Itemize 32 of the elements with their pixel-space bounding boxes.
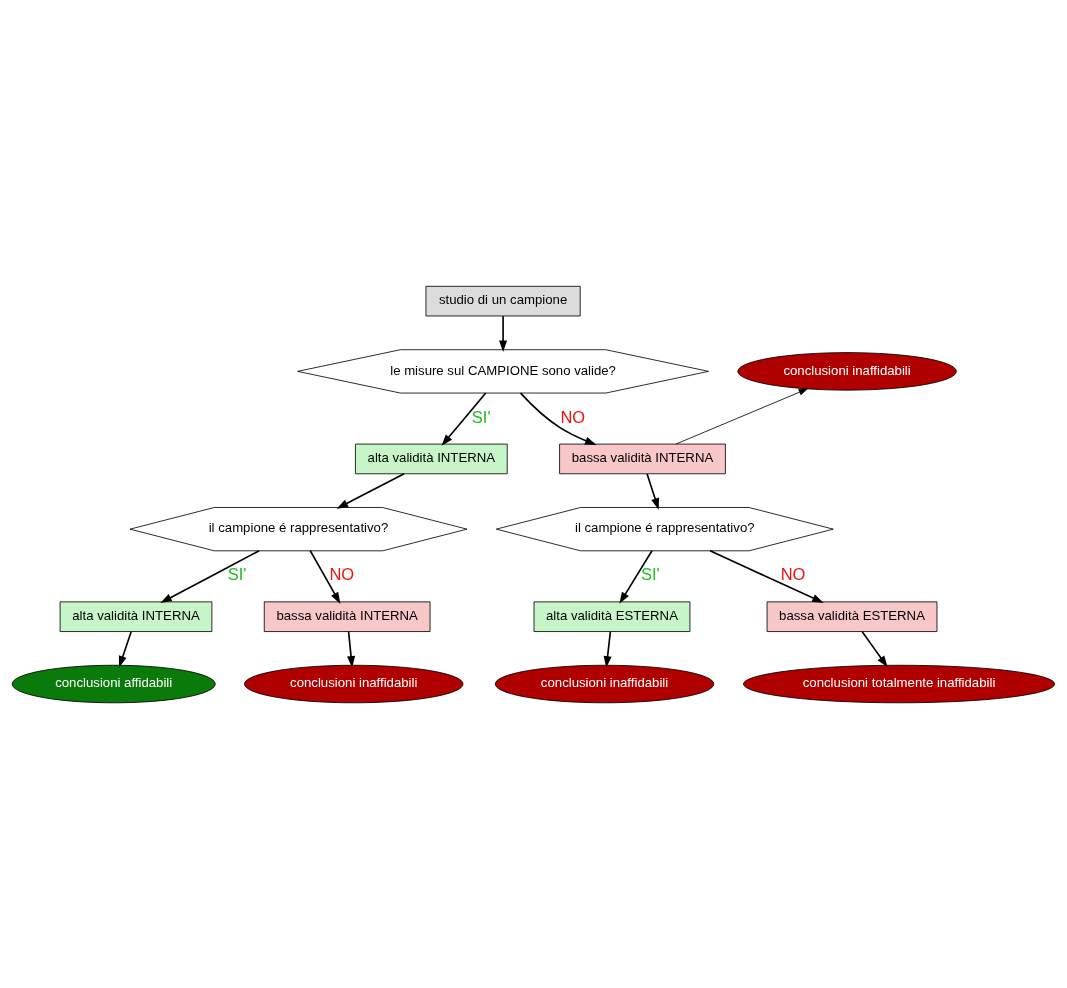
arrow: [347, 630, 356, 668]
node-box: alta validità INTERNA: [355, 443, 508, 474]
node-ellipse: conclusioni inaffidabili: [494, 664, 715, 703]
edge-label: SI': [227, 564, 247, 583]
edge-label: NO: [560, 407, 586, 426]
edge-label: NO: [780, 564, 806, 583]
arrow: [675, 387, 808, 444]
edge-label: NO: [329, 564, 355, 583]
node-box: bassa validità ESTERNA: [766, 600, 938, 632]
node-box: alta validità INTERNA: [59, 600, 213, 632]
arrow: [709, 549, 824, 603]
arrow: [309, 549, 341, 604]
arrow: [160, 549, 260, 603]
node-ellipse: conclusioni affidabili: [11, 664, 216, 703]
node-ellipse: conclusioni totalmente inaffidabili: [743, 664, 1056, 703]
node-ellipse: conclusioni inaffidabili: [737, 351, 957, 391]
edge-label: SI': [471, 407, 491, 426]
arrow: [441, 391, 487, 446]
arrow: [499, 314, 508, 352]
arrow: [603, 630, 612, 668]
arrow: [336, 472, 405, 509]
node-box: alta validità ESTERNA: [533, 600, 691, 632]
arrow: [519, 391, 597, 445]
node-box: bassa validità INTERNA: [263, 600, 431, 632]
arrow: [861, 630, 888, 667]
node-box: studio di un campione: [425, 285, 581, 316]
arrow: [619, 549, 653, 604]
arrow: [118, 630, 132, 668]
arrow: [646, 472, 659, 510]
node-box: bassa validità INTERNA: [559, 443, 726, 474]
edge-label: SI': [640, 564, 660, 583]
node-ellipse: conclusioni inaffidabili: [244, 664, 464, 703]
